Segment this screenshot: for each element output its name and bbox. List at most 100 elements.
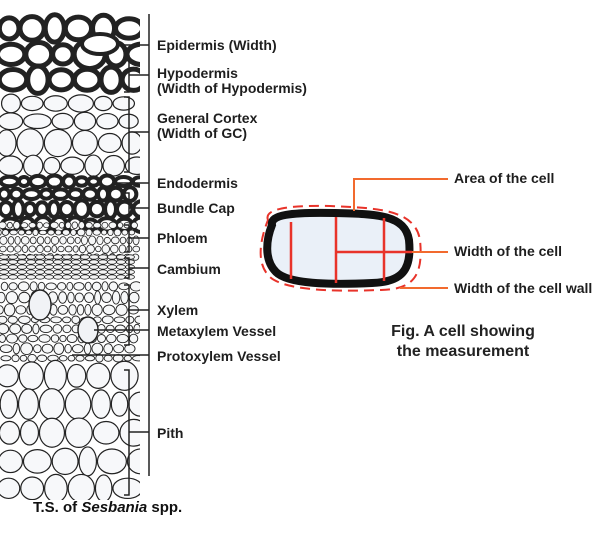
phloem-cell <box>58 246 64 252</box>
xylem-cell <box>9 283 18 290</box>
cambium-cell <box>54 275 63 279</box>
label-metaxylem-vessel: Metaxylem Vessel <box>157 323 276 339</box>
bundle-cap-cell <box>133 201 150 217</box>
bundle-cap-cell <box>69 189 82 199</box>
xylem-cell <box>18 282 29 291</box>
pith-cell <box>0 478 20 498</box>
phloem-cell <box>71 230 77 236</box>
phloem-cell <box>86 222 93 228</box>
xylem-cell <box>0 306 3 314</box>
cambium-cell <box>117 265 126 269</box>
xylem-cell <box>69 305 77 315</box>
phloem-cell <box>93 230 100 235</box>
pith-cell <box>23 450 51 474</box>
phloem-cell <box>30 237 36 244</box>
phloem-cell <box>59 222 64 228</box>
hypodermis-cell <box>45 15 64 42</box>
cambium-cell <box>99 265 108 269</box>
label-general-cortex-line1: General Cortex <box>157 111 257 126</box>
cortex-cell <box>122 132 142 154</box>
phloem-cell <box>26 230 32 235</box>
xylem-cell <box>106 325 114 332</box>
label-bundle-cap: Bundle Cap <box>157 200 235 216</box>
phloem-cell <box>118 223 123 228</box>
cortex-cell <box>52 113 73 129</box>
cambium-cell <box>27 270 36 274</box>
cambium-cell <box>0 255 9 259</box>
xylem-cell <box>104 355 112 361</box>
annotation-area: Area of the cell <box>454 170 554 186</box>
figure-title-genus: Sesbania <box>81 499 147 516</box>
pith-cell <box>97 449 126 474</box>
cambium-cell <box>27 255 36 259</box>
cortex-cell <box>97 114 118 129</box>
xylem-cell <box>84 293 93 303</box>
cambium-cell <box>9 255 18 259</box>
phloem-cell <box>65 222 71 229</box>
xylem-cell <box>107 334 116 342</box>
xylem-cell <box>75 293 83 302</box>
pith-cell <box>0 421 20 444</box>
xylem-cell <box>102 316 113 324</box>
cortex-cell <box>74 112 95 130</box>
xylem-cell <box>117 334 128 342</box>
cambium-cell <box>108 260 117 264</box>
xylem-cell <box>109 282 118 291</box>
phloem-cell <box>79 222 85 229</box>
xylem-cell <box>18 316 30 324</box>
cambium-cell <box>108 270 117 274</box>
xylem-cell <box>38 282 45 290</box>
bundle-cap-cell <box>0 202 12 216</box>
cambium-cell <box>45 275 54 279</box>
hypodermis-cell <box>0 69 27 90</box>
xylem-cell <box>103 305 115 315</box>
xylem-cell <box>132 356 144 361</box>
cell-caption-line1: Fig. A cell showing <box>370 322 556 342</box>
xylem-cell <box>76 355 84 361</box>
bundle-cap-cell <box>83 189 97 200</box>
cambium-cell <box>0 265 9 269</box>
cambium-cell <box>72 265 81 269</box>
label-hypodermis: Hypodermis (Width of Hypodermis) <box>157 66 307 96</box>
cortex-cell <box>94 96 112 110</box>
cambium-cell <box>90 265 99 269</box>
cambium-cell <box>99 255 108 259</box>
xylem-cell <box>67 334 77 342</box>
xylem-cell <box>39 335 50 343</box>
xylem-cell <box>92 282 101 290</box>
phloem-cell <box>72 222 78 229</box>
bundle-cap-cell <box>124 187 137 201</box>
xylem-cell <box>68 355 75 361</box>
bundle-cap-cell <box>100 176 114 188</box>
cambium-cell <box>27 265 36 269</box>
cambium-cell <box>63 260 72 264</box>
xylem-cell <box>40 325 52 332</box>
phloem-cell <box>0 236 7 244</box>
xylem-cell <box>20 355 27 361</box>
phloem-cell <box>37 237 44 245</box>
xylem-cell <box>59 292 67 304</box>
xylem-cell <box>77 305 84 315</box>
phloem-cell <box>104 237 110 243</box>
xylem-cell <box>85 282 91 290</box>
xylem-cell <box>22 324 32 333</box>
cortex-cell <box>0 156 23 175</box>
xylem-cell <box>135 316 144 323</box>
label-general-cortex-line2: (Width of GC) <box>157 126 257 141</box>
xylem-cell <box>134 324 141 333</box>
xylem-cell <box>0 292 5 302</box>
figure-title: T.S. of Sesbania spp. <box>33 499 182 516</box>
hypodermis-cell <box>20 17 44 41</box>
bundle-cap-cell <box>76 177 87 185</box>
figure-title-suffix: spp. <box>147 499 182 516</box>
cambium-cell <box>72 275 81 279</box>
xylem-cell <box>30 282 37 291</box>
xylem-cell <box>92 343 103 354</box>
cambium-cell <box>117 270 126 274</box>
phloem-cell <box>111 245 119 253</box>
label-protoxylem-vessel: Protoxylem Vessel <box>157 348 281 364</box>
xylem-cell <box>112 291 119 304</box>
xylem-cell <box>10 324 21 334</box>
xylem-cell <box>116 304 127 315</box>
phloem-cell <box>0 246 6 252</box>
